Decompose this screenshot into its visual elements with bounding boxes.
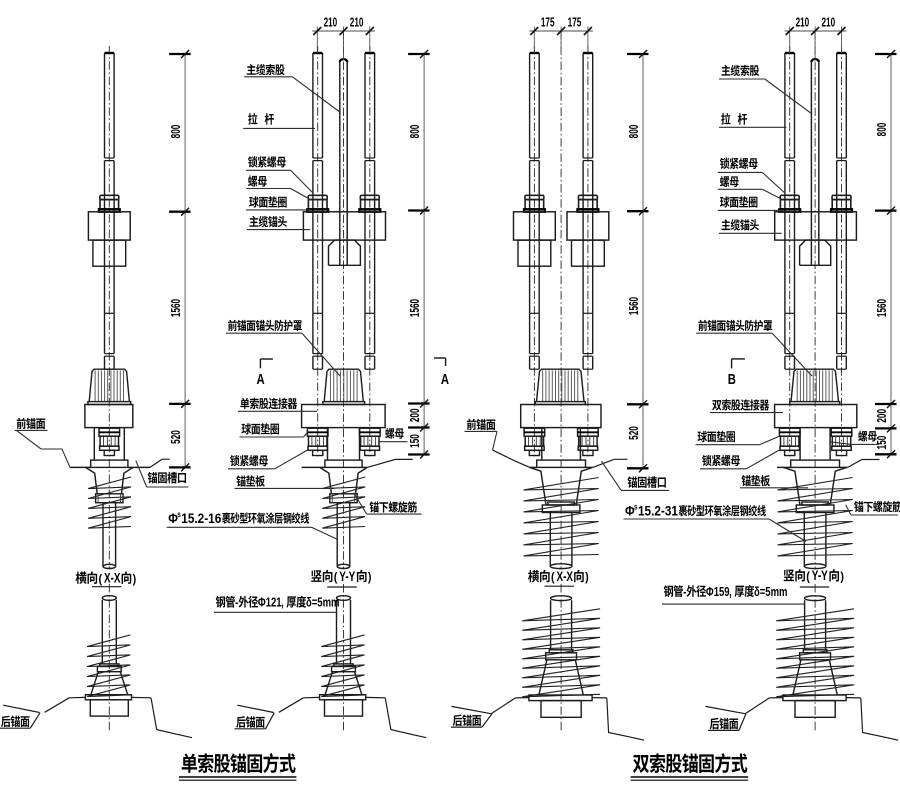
svg-text:): ) (585, 572, 589, 585)
svg-text:175: 175 (568, 16, 582, 30)
svg-text:Φ121: Φ121 (258, 596, 282, 610)
svg-text:A: A (257, 371, 266, 388)
svg-text:Φ: Φ (625, 504, 635, 519)
svg-text:(: ( (334, 572, 338, 585)
svg-text:A: A (441, 371, 450, 388)
svg-text:(: ( (551, 572, 555, 585)
svg-text:,: , (281, 596, 284, 610)
svg-text:s: s (177, 509, 181, 519)
svg-text:1560: 1560 (408, 299, 422, 317)
svg-text:800: 800 (408, 125, 422, 139)
svg-text:200: 200 (408, 408, 422, 422)
svg-text:): ) (840, 571, 844, 584)
svg-text:Y-Y: Y-Y (812, 569, 828, 584)
svg-text:δ=5mm: δ=5mm (754, 585, 788, 599)
svg-text:15.2-16: 15.2-16 (181, 511, 221, 526)
svg-text:520: 520 (627, 426, 641, 440)
svg-text:1560: 1560 (627, 297, 641, 315)
svg-text:-: - (683, 585, 686, 599)
svg-text:1560: 1560 (169, 299, 183, 317)
svg-text:15.2-31: 15.2-31 (638, 504, 678, 519)
svg-text:δ=5mm: δ=5mm (306, 596, 340, 610)
svg-text:210: 210 (821, 16, 835, 30)
svg-text:-: - (235, 596, 238, 610)
svg-text:): ) (368, 572, 372, 585)
svg-text:520: 520 (169, 430, 183, 444)
svg-text:210: 210 (350, 16, 364, 30)
svg-text:200: 200 (875, 409, 889, 423)
svg-text:210: 210 (796, 16, 810, 30)
svg-text:(: ( (99, 573, 103, 586)
svg-text:800: 800 (875, 123, 889, 137)
svg-text:(: ( (806, 571, 810, 584)
svg-text:1560: 1560 (875, 299, 889, 317)
svg-text:Φ: Φ (168, 511, 178, 526)
svg-text:): ) (133, 573, 137, 586)
svg-text:X-X: X-X (557, 570, 574, 585)
svg-text:s: s (634, 502, 638, 512)
svg-text:Φ159: Φ159 (706, 585, 730, 599)
svg-text:800: 800 (627, 125, 641, 139)
svg-text:X-X: X-X (104, 571, 121, 586)
svg-text:B: B (728, 370, 736, 387)
svg-text:800: 800 (169, 125, 183, 139)
svg-text:175: 175 (541, 16, 555, 30)
svg-text:150: 150 (408, 434, 422, 448)
svg-text:,: , (729, 585, 732, 599)
svg-text:150: 150 (875, 436, 889, 450)
svg-text:210: 210 (324, 16, 338, 30)
svg-text:Y-Y: Y-Y (339, 569, 355, 584)
